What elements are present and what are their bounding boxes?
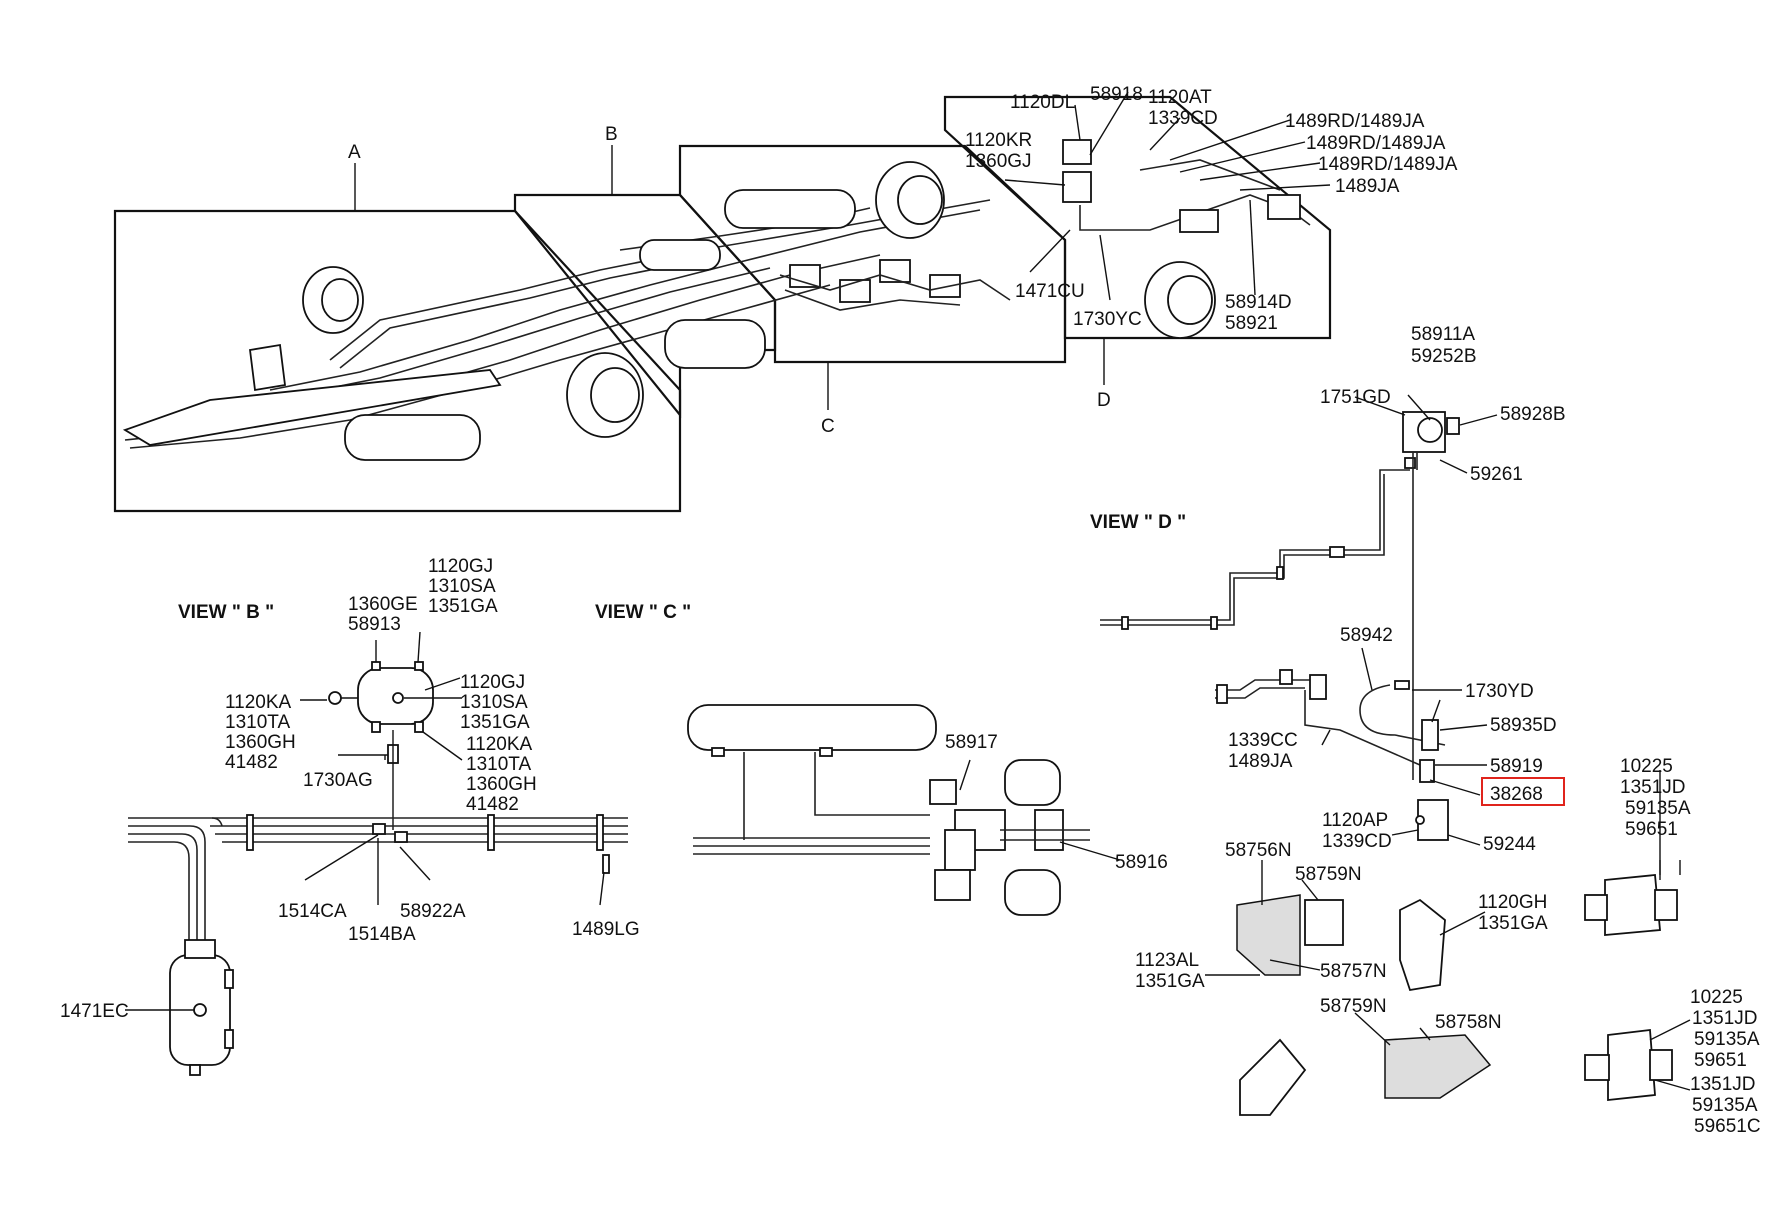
label-1339CC: 1339CC xyxy=(1228,730,1298,751)
label-1489RD-3: 1489RD/1489JA xyxy=(1318,154,1458,175)
label-1489JA: 1489JA xyxy=(1335,176,1400,197)
label-1351GA-a: 1351GA xyxy=(1478,913,1548,934)
section-label-a: A xyxy=(348,142,361,163)
label-1730YD: 1730YD xyxy=(1465,681,1534,702)
label-1489RD-2: 1489RD/1489JA xyxy=(1306,133,1446,154)
label-1489LG: 1489LG xyxy=(572,919,640,940)
label-1730AG: 1730AG xyxy=(303,770,373,791)
label-58919: 58919 xyxy=(1490,756,1543,777)
label-1120AT: 1120AT xyxy=(1148,87,1212,108)
label-1351GA-top: 1351GA xyxy=(428,596,498,617)
label-1351JD-c: 1351JD xyxy=(1690,1074,1756,1095)
label-59135A-c: 59135A xyxy=(1692,1095,1758,1116)
label-1120DL: 1120DL xyxy=(1010,92,1075,113)
label-1360GJ: 1360GJ xyxy=(965,151,1032,172)
label-1351JD-b: 1351JD xyxy=(1692,1008,1758,1029)
view-d-drawing xyxy=(1100,394,1565,846)
label-59252B: 59252B xyxy=(1411,346,1477,367)
label-58922A: 58922A xyxy=(400,901,466,922)
label-59651C: 59651C xyxy=(1694,1116,1761,1137)
label-58935D: 58935D xyxy=(1490,715,1557,736)
label-1351GA-b: 1351GA xyxy=(1135,971,1205,992)
label-1360GE: 1360GE xyxy=(348,594,418,615)
label-58916: 58916 xyxy=(1115,852,1168,873)
label-1351GA-right: 1351GA xyxy=(460,712,530,733)
label-1310TA-left: 1310TA xyxy=(225,712,290,733)
section-label-d: D xyxy=(1097,390,1111,411)
label-59651-b: 59651 xyxy=(1694,1050,1747,1071)
label-58759N-a: 58759N xyxy=(1295,864,1362,885)
overview-section-c: C xyxy=(678,144,1067,437)
label-1339CD: 1339CD xyxy=(1148,108,1218,129)
label-1120KR: 1120KR xyxy=(965,130,1032,151)
label-1310SA-top: 1310SA xyxy=(428,576,496,597)
view-d-labels: 58911A 59252B 1751GD 58928B 59261 58942 … xyxy=(1228,324,1566,855)
view-d-title: VIEW " D " xyxy=(1090,512,1186,533)
label-58914D: 58914D xyxy=(1225,292,1292,313)
label-10225-a: 10225 xyxy=(1620,756,1673,777)
label-58917: 58917 xyxy=(945,732,998,753)
label-1120GJ-right: 1120GJ xyxy=(460,672,525,693)
overview-section-b: B xyxy=(513,124,777,419)
label-1339CD: 1339CD xyxy=(1322,831,1392,852)
view-c-drawing xyxy=(687,704,1121,916)
section-label-b: B xyxy=(605,124,618,145)
overview-labels: 1120DL 58918 1120AT 1339CD 1489RD/1489JA… xyxy=(965,84,1458,334)
parts-labels: 10225 1351JD 59135A 59651 58756N 58759N … xyxy=(1135,756,1761,1137)
label-59135A-b: 59135A xyxy=(1694,1029,1760,1050)
label-38268: 38268 xyxy=(1490,784,1543,805)
label-1120GJ-top: 1120GJ xyxy=(428,556,493,577)
label-58918: 58918 xyxy=(1090,84,1143,105)
view-c-labels: 58917 58916 xyxy=(945,732,1168,873)
label-58911A: 58911A xyxy=(1411,324,1475,345)
label-59135A-a: 59135A xyxy=(1625,798,1691,819)
label-1351JD-a: 1351JD xyxy=(1620,777,1686,798)
parts-drawing xyxy=(1205,770,1691,1116)
overview-section-d: D xyxy=(943,95,1332,411)
label-1751GD: 1751GD xyxy=(1320,387,1391,408)
label-1120AP: 1120AP xyxy=(1322,810,1388,831)
label-58758N: 58758N xyxy=(1435,1012,1502,1033)
label-58756N: 58756N xyxy=(1225,840,1292,861)
label-41482-left: 41482 xyxy=(225,752,278,773)
label-1471EC: 1471EC xyxy=(60,1001,129,1022)
label-1471CU: 1471CU xyxy=(1015,281,1085,302)
label-41482-right: 41482 xyxy=(466,794,519,815)
label-1310SA-right: 1310SA xyxy=(460,692,528,713)
overview-chassis-drawing xyxy=(122,139,1311,461)
label-1120KA-right: 1120KA xyxy=(466,734,533,755)
label-1120KA-left: 1120KA xyxy=(225,692,292,713)
view-b-labels: 1120GJ 1310SA 1351GA 1360GE 58913 1120GJ… xyxy=(60,556,640,1022)
label-1120GH: 1120GH xyxy=(1478,892,1547,913)
label-58942: 58942 xyxy=(1340,625,1393,646)
label-10225-b: 10225 xyxy=(1690,987,1743,1008)
section-label-c: C xyxy=(821,416,835,437)
label-1514CA: 1514CA xyxy=(278,901,347,922)
label-1360GH-right: 1360GH xyxy=(466,774,537,795)
label-1310TA-right: 1310TA xyxy=(466,754,531,775)
label-1123AL: 1123AL xyxy=(1135,950,1199,971)
label-58913: 58913 xyxy=(348,614,401,635)
label-59244: 59244 xyxy=(1483,834,1536,855)
view-c-title: VIEW " C " xyxy=(595,602,691,623)
label-59261: 59261 xyxy=(1470,464,1523,485)
label-58757N: 58757N xyxy=(1320,961,1387,982)
overview-leaders xyxy=(1004,91,1331,301)
label-1514BA: 1514BA xyxy=(348,924,416,945)
highlight-box-38268 xyxy=(1481,777,1565,806)
label-1360GH-left: 1360GH xyxy=(225,732,296,753)
label-1489JA: 1489JA xyxy=(1228,751,1293,772)
label-58759N-b: 58759N xyxy=(1320,996,1387,1017)
label-58921: 58921 xyxy=(1225,313,1278,334)
label-58928B: 58928B xyxy=(1500,404,1566,425)
overview-section-a: A xyxy=(113,142,682,513)
view-b-title: VIEW " B " xyxy=(178,602,274,623)
label-1489RD-1: 1489RD/1489JA xyxy=(1285,111,1425,132)
label-1730YC: 1730YC xyxy=(1073,309,1142,330)
label-59651-a: 59651 xyxy=(1625,819,1678,840)
view-b-drawing xyxy=(125,631,628,1076)
